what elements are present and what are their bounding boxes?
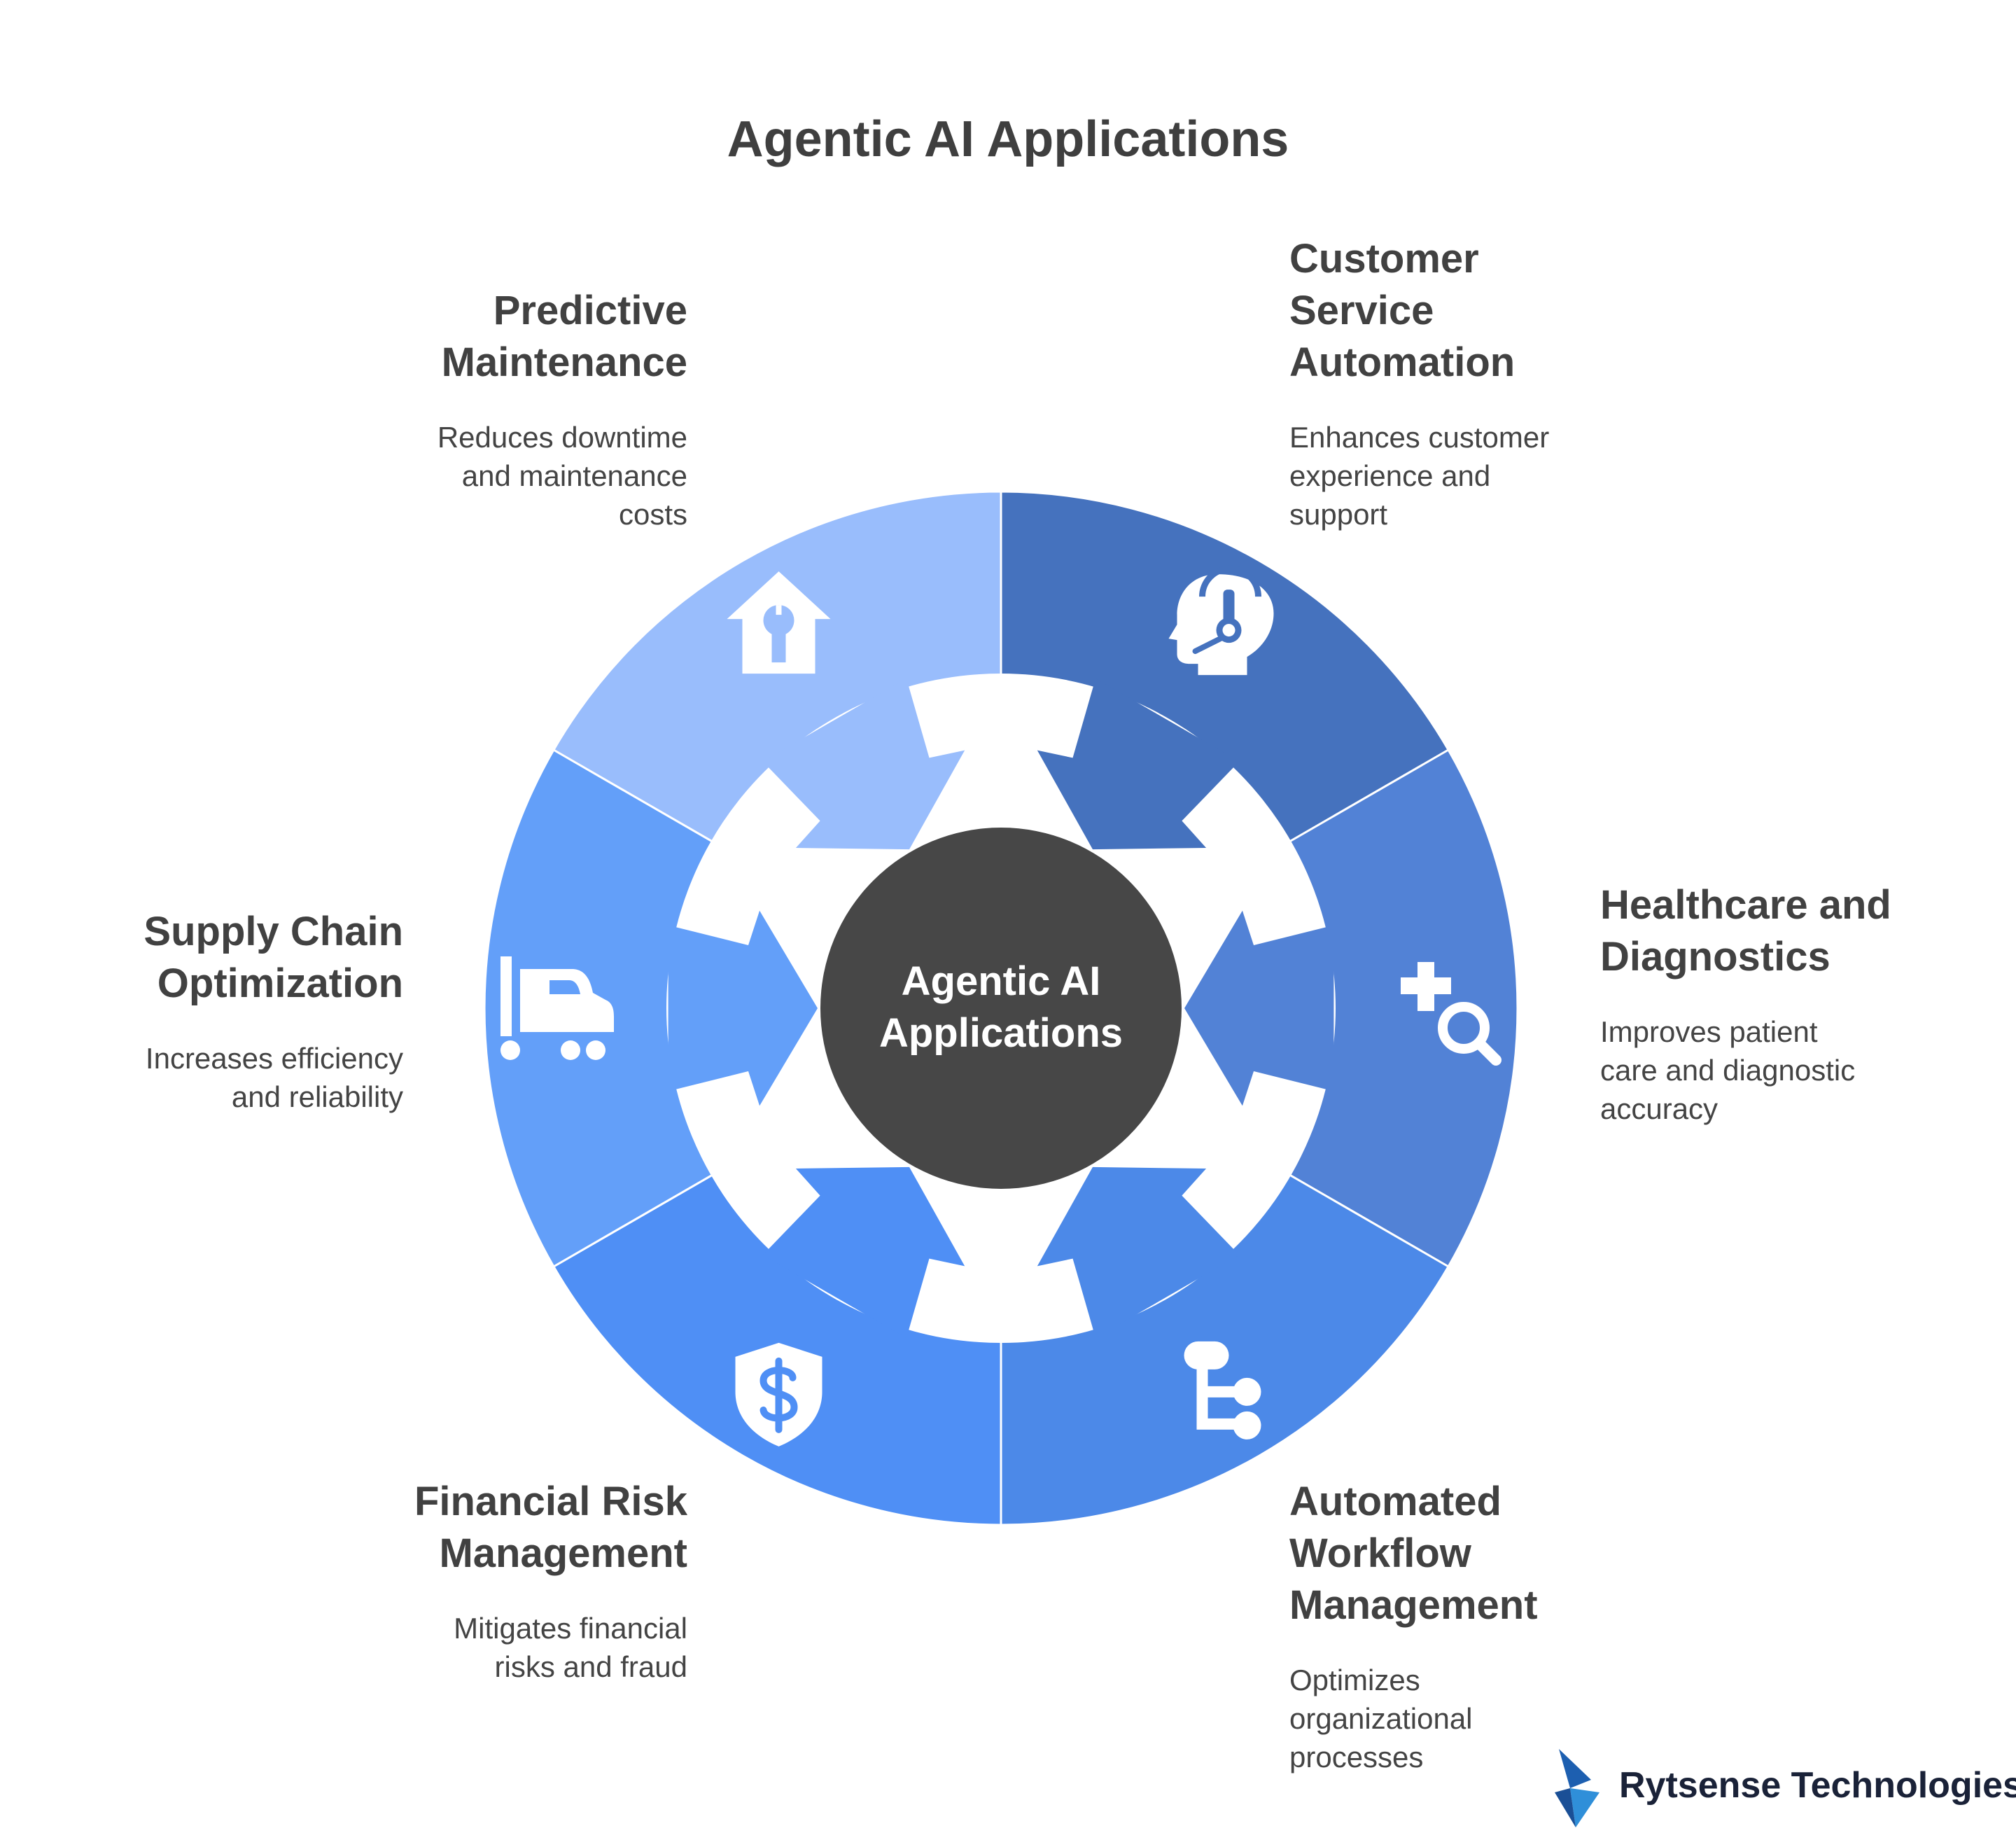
headset-agent-icon (1168, 565, 1274, 676)
item-predictive: Predictive Maintenance Reduces downtime … (337, 285, 687, 534)
center-label-line1: Agentic AI (901, 959, 1101, 1004)
medical-search-icon (1401, 962, 1502, 1066)
item-heading: Predictive Maintenance (441, 288, 687, 385)
item-description: Enhances customer experience and support (1289, 421, 1550, 531)
truck-icon (500, 956, 614, 1060)
page-title: Agentic AI Applications (727, 111, 1289, 167)
item-description: Increases efficiency and reliability (145, 1042, 403, 1113)
item-healthcare: Healthcare and Diagnostics Improves pati… (1600, 879, 1992, 1128)
center-label: Agentic AI Applications (826, 956, 1176, 1059)
item-workflow: Automated Workflow Management Optimizes … (1289, 1476, 1639, 1776)
item-description: Optimizes organizational processes (1289, 1664, 1473, 1773)
arrow-healthcare (1184, 910, 1334, 1106)
item-customer-service: Customer Service Automation Enhances cus… (1289, 233, 1639, 534)
item-financial: Financial Risk Management Mitigates fina… (337, 1476, 687, 1686)
center-hub (820, 828, 1182, 1189)
brand-mark-icon (1555, 1749, 1600, 1827)
arrow-predictive (762, 678, 965, 850)
item-supply-chain: Supply Chain Optimization Increases effi… (53, 906, 403, 1116)
workflow-branch-icon (1184, 1341, 1261, 1440)
item-description: Improves patient care and diagnostic acc… (1600, 1015, 1856, 1125)
item-heading: Automated Workflow Management (1289, 1479, 1538, 1628)
house-wrench-icon (727, 571, 831, 674)
item-description: Reduces downtime and maintenance costs (437, 421, 687, 531)
arrow-financial (762, 1166, 965, 1338)
item-description: Mitigates financial risks and fraud (454, 1612, 687, 1683)
arrow-customer (1037, 678, 1240, 850)
item-heading: Supply Chain Optimization (144, 909, 403, 1006)
brand-name: Rytsense Technologies (1619, 1765, 2016, 1806)
item-heading: Financial Risk Management (414, 1479, 687, 1576)
center-label-line2: Applications (878, 1010, 1124, 1056)
item-heading: Healthcare and Diagnostics (1600, 882, 1891, 980)
brand-logo: Rytsense Technologies (1550, 1743, 2016, 1834)
arrow-workflow (1037, 1166, 1240, 1338)
item-heading: Customer Service Automation (1289, 236, 1516, 385)
arrow-supply (668, 910, 818, 1106)
shield-dollar-icon (735, 1342, 822, 1447)
